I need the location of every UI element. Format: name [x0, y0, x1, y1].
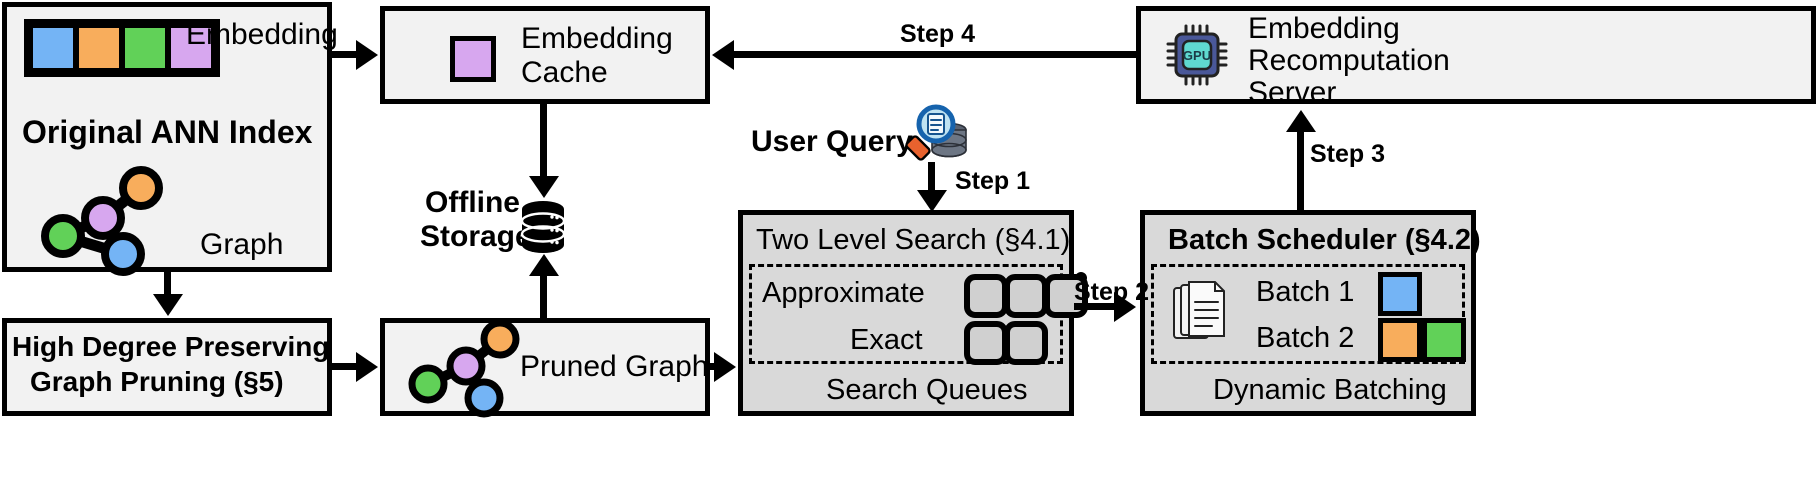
original-ann-index-title: Original ANN Index	[22, 114, 313, 150]
step-4-label: Step 4	[900, 20, 976, 48]
dynamic-batching-dashed-region	[1151, 264, 1465, 364]
step-1-label: Step 1	[955, 167, 1031, 195]
search-queues-footer: Search Queues	[826, 374, 1028, 406]
arrow-index-to-pruning-line	[164, 272, 171, 296]
arrow-index-to-cache-line	[332, 51, 358, 58]
gpu-icon-text: GPU	[1183, 48, 1211, 63]
embedding-strip	[24, 19, 220, 77]
embedding-cache-title-line2: Cache	[521, 56, 608, 89]
embedding-cell-purple	[168, 25, 214, 71]
pruned-graph-icon	[404, 319, 524, 418]
arrow-prunedgraph-to-storage-line	[540, 272, 547, 320]
arrow-step2-line	[1074, 303, 1116, 310]
approximate-slot-c[interactable]	[1044, 274, 1088, 318]
approximate-slot-a[interactable]	[964, 274, 1008, 318]
arrow-step3-line	[1297, 128, 1304, 210]
graph-pruning-panel	[2, 318, 332, 416]
recomputation-server-title-line2: Recomputation	[1248, 44, 1450, 77]
embedding-label: Embedding	[186, 18, 338, 51]
ann-graph-icon	[36, 166, 176, 276]
batch-2-label: Batch 2	[1256, 322, 1355, 354]
gpu-chip-icon: GPU	[1166, 24, 1230, 86]
arrow-cache-to-storage-head	[529, 176, 559, 198]
step-2-label: Step 2	[1074, 278, 1150, 306]
exact-slot-b[interactable]	[1004, 321, 1048, 365]
arrow-pruning-to-prunedgraph-head	[356, 352, 378, 382]
embedding-cache-title-line1: Embedding	[521, 22, 673, 55]
exact-slot-a[interactable]	[964, 321, 1008, 365]
batch-1-label: Batch 1	[1256, 276, 1355, 308]
embedding-cell-green	[122, 25, 168, 71]
embedding-cache-panel	[380, 6, 710, 104]
user-query-label: User Query	[751, 125, 913, 158]
batch-scheduler-title: Batch Scheduler (§4.2)	[1168, 224, 1481, 256]
database-cylinder-icon	[520, 200, 566, 254]
batch-1-swatch-blue	[1378, 272, 1422, 316]
arrow-step1-head	[917, 190, 947, 212]
arrow-step4-line	[734, 51, 1136, 58]
exact-row-label: Exact	[850, 324, 923, 356]
recomputation-server-title-line1: Embedding	[1248, 12, 1400, 45]
offline-storage-label-line2: Storage	[420, 220, 532, 253]
batch-2-swatch-orange	[1378, 318, 1422, 362]
dynamic-batching-footer: Dynamic Batching	[1213, 374, 1447, 406]
graph-label: Graph	[200, 228, 284, 261]
recomputation-server-panel	[1136, 6, 1816, 104]
documents-icon	[1172, 280, 1228, 346]
batch-2-swatch-green	[1422, 318, 1466, 362]
offline-storage-label-line1: Offline	[425, 186, 520, 219]
arrow-prunedgraph-to-storage-head	[529, 254, 559, 276]
arrow-step4-head	[712, 40, 734, 70]
approximate-slot-b[interactable]	[1004, 274, 1048, 318]
embedding-cell-blue	[30, 25, 76, 71]
arrow-index-to-cache-head	[356, 40, 378, 70]
search-database-icon	[903, 104, 971, 166]
arrow-pruning-to-prunedgraph-line	[332, 363, 358, 370]
embedding-cache-swatch	[450, 36, 496, 82]
graph-pruning-title-line2: Graph Pruning (§5)	[30, 366, 284, 397]
arrow-cache-to-storage-line	[540, 104, 547, 178]
step-3-label: Step 3	[1310, 140, 1386, 168]
recomputation-server-title-line3: Server	[1248, 76, 1337, 109]
two-level-search-title: Two Level Search (§4.1)	[756, 224, 1071, 256]
graph-pruning-title-line1: High Degree Preserving	[12, 331, 330, 362]
pruned-graph-label: Pruned Graph	[520, 350, 709, 383]
arrow-step2-head	[1114, 292, 1136, 322]
arrow-index-to-pruning-head	[153, 294, 183, 316]
arrow-step3-head	[1286, 110, 1316, 132]
arrow-prunedgraph-to-search-head	[714, 352, 736, 382]
arrow-step1-line	[928, 162, 935, 192]
embedding-cell-orange	[76, 25, 122, 71]
approximate-row-label: Approximate	[762, 277, 925, 309]
